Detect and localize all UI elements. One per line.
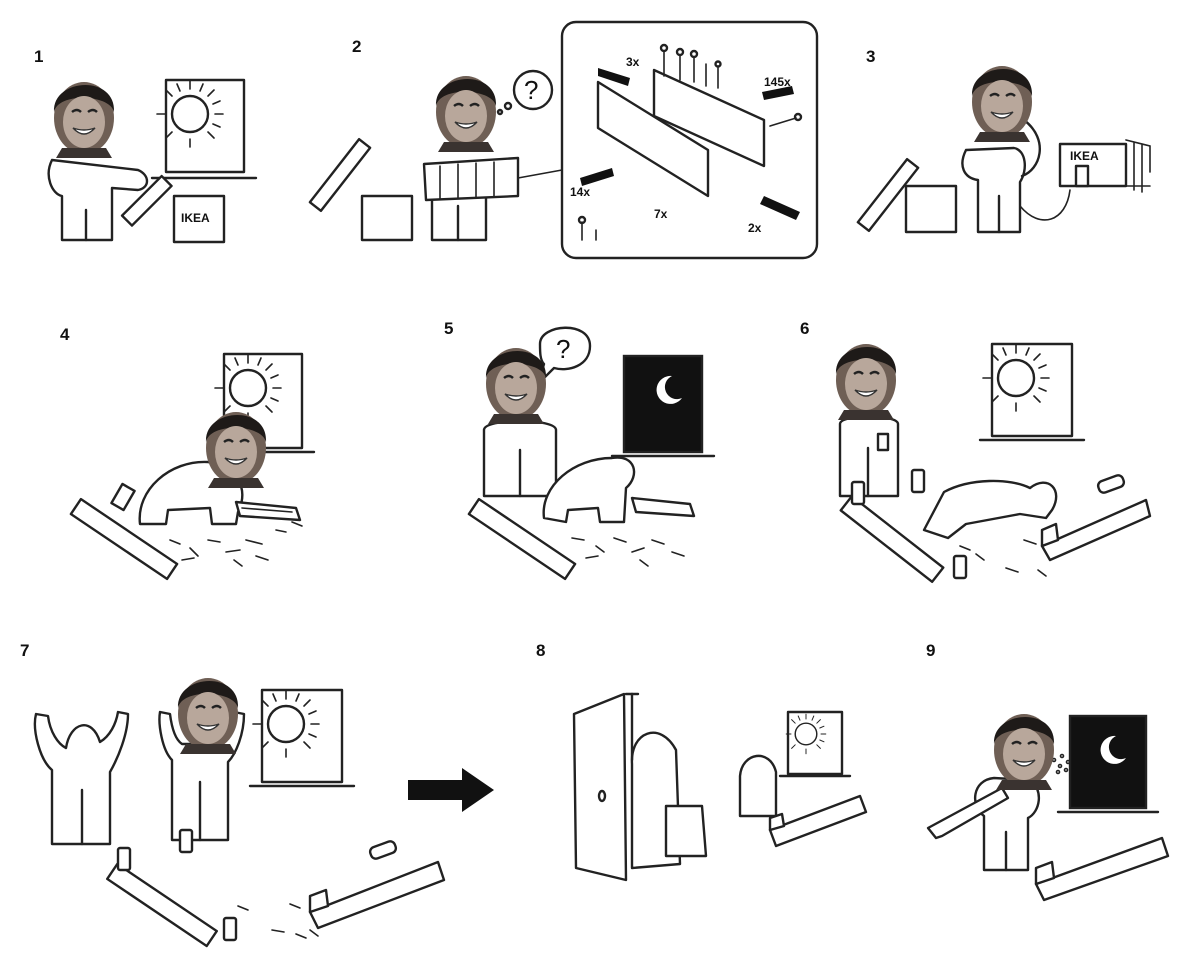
figure-on-phone xyxy=(961,118,1041,234)
count-boards: 3x xyxy=(626,55,640,69)
face-photo xyxy=(484,346,548,426)
arrow-right-icon xyxy=(408,768,494,812)
panel-piece xyxy=(110,482,136,512)
step-number-2: 2 xyxy=(352,37,361,56)
scattered-screws xyxy=(571,537,685,567)
figure-collapsed xyxy=(922,479,1058,540)
scattered-screws xyxy=(959,539,1047,577)
step-number-9: 9 xyxy=(926,641,935,660)
board xyxy=(839,494,945,584)
figure-standing xyxy=(47,158,149,242)
count-panels: 2x xyxy=(748,221,762,235)
rifle xyxy=(926,786,1010,840)
step-5-panel: 5 ? xyxy=(444,319,716,581)
step-number-1: 1 xyxy=(34,47,43,66)
count-screws: 145x xyxy=(764,75,791,89)
leader-line xyxy=(517,169,563,179)
step-7-panel: 7 xyxy=(20,641,446,948)
board xyxy=(120,174,173,227)
instruction-sheets xyxy=(234,500,302,522)
step-2-panel: 2 ? xyxy=(308,20,819,260)
scattered-screws xyxy=(169,521,303,567)
box-lid xyxy=(308,137,372,213)
window-day xyxy=(778,710,852,778)
spray xyxy=(1051,753,1071,775)
beer-cans xyxy=(850,468,1126,580)
count-pegs: 14x xyxy=(570,185,590,199)
step-number-5: 5 xyxy=(444,319,453,338)
ikea-box: IKEA xyxy=(172,194,226,244)
moon-icon xyxy=(656,375,682,404)
beer-cans xyxy=(116,828,398,942)
scattered-screws xyxy=(237,903,319,939)
window-day xyxy=(978,342,1086,442)
empty-box xyxy=(904,184,958,234)
face-photo xyxy=(52,80,116,160)
figure-with-gun xyxy=(973,776,1040,872)
window-night xyxy=(610,354,716,458)
board xyxy=(106,862,218,948)
figure-small-bowing xyxy=(738,754,778,818)
question-bubble: ? xyxy=(536,326,592,386)
step-1-panel: 1 IKEA xyxy=(34,47,258,244)
step-8-panel: 8 xyxy=(536,641,868,882)
window-day xyxy=(150,78,258,180)
window-day xyxy=(248,688,356,788)
box-lid xyxy=(856,157,920,233)
face-photo xyxy=(834,342,898,422)
instruction-sheets xyxy=(630,496,696,518)
count-dowels: 7x xyxy=(654,207,668,221)
step-number-6: 6 xyxy=(800,319,809,338)
window-night xyxy=(1056,714,1160,814)
question-icon: ? xyxy=(524,75,538,105)
figure-standing-puzzled xyxy=(482,419,558,498)
open-door xyxy=(572,692,640,882)
step-4-panel: 4 xyxy=(60,325,316,581)
ikea-store: IKEA xyxy=(1058,139,1151,193)
assembled-shelf xyxy=(1040,498,1152,562)
empty-box xyxy=(360,194,414,242)
step-number-4: 4 xyxy=(60,325,70,344)
phone-cord xyxy=(1019,189,1071,221)
figure-celebrating-left xyxy=(33,710,130,846)
question-icon: ? xyxy=(556,334,570,364)
figure-leaving xyxy=(630,731,708,870)
parts-callout: 3x 145x 14x 7x 2x xyxy=(560,20,819,260)
figure-kneeling xyxy=(542,456,636,524)
face-photo xyxy=(434,74,498,154)
assembled-shelf xyxy=(768,794,868,848)
assembled-shelf xyxy=(308,860,446,930)
board xyxy=(69,497,179,581)
figure-holding-instructions xyxy=(422,156,520,242)
question-bubble: ? xyxy=(496,69,554,116)
step-number-8: 8 xyxy=(536,641,545,660)
store-sign: IKEA xyxy=(1070,149,1099,163)
assembled-shelf xyxy=(1034,836,1170,902)
board xyxy=(467,497,577,581)
step-3-panel: 3 IKEA xyxy=(856,47,1151,234)
step-9-panel: 9 xyxy=(926,641,1170,902)
figure-standing-drinking xyxy=(838,415,900,498)
step-number-3: 3 xyxy=(866,47,875,66)
moon-icon xyxy=(1100,735,1126,764)
face-photo xyxy=(970,64,1034,144)
step-6-panel: 6 xyxy=(800,319,1152,584)
box-label: IKEA xyxy=(181,211,210,225)
step-number-7: 7 xyxy=(20,641,29,660)
